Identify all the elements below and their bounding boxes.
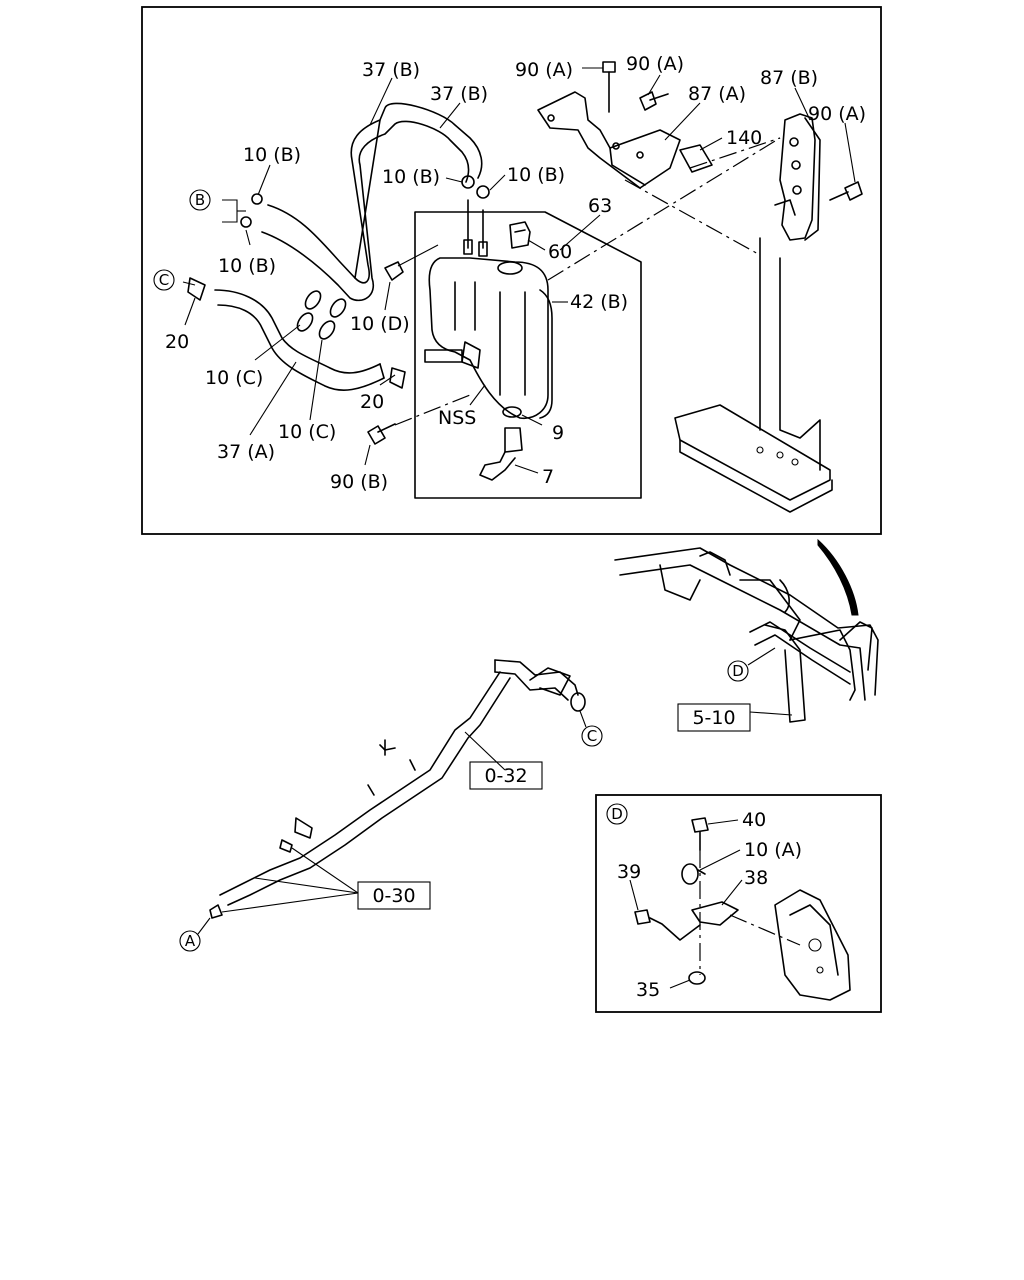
marker-d-detail-label: D <box>611 805 623 823</box>
label-nss: NSS <box>438 407 476 429</box>
marker-d-mid: D <box>727 660 749 682</box>
detail-d-leaders <box>629 819 743 989</box>
pipe-assembly <box>209 659 586 919</box>
label-10b-left: 10 (B) <box>243 144 301 166</box>
frame-rail <box>674 237 833 513</box>
bracket-87a <box>537 91 681 189</box>
label-9: 9 <box>552 422 564 444</box>
label-42b: 42 (B) <box>570 291 628 313</box>
marker-d-detail: D <box>606 803 628 825</box>
label-35: 35 <box>636 979 660 1001</box>
marker-a: A <box>179 930 201 952</box>
label-10d: 10 (D) <box>350 313 410 335</box>
label-5-10: 5-10 <box>692 707 735 729</box>
marker-c-mid-label: C <box>587 727 597 745</box>
marker-b: B <box>189 189 211 211</box>
label-10b-right: 10 (B) <box>507 164 565 186</box>
label-39: 39 <box>617 861 641 883</box>
label-37b-upper: 37 (B) <box>362 59 420 81</box>
label-10c-left: 10 (C) <box>205 367 263 389</box>
detail-d-centerlines <box>699 850 801 975</box>
leader-lines <box>182 67 856 474</box>
tank-subframe <box>414 211 642 499</box>
marker-d-mid-label: D <box>732 662 744 680</box>
label-0-30: 0-30 <box>372 885 415 907</box>
leader-0-32 <box>464 731 506 771</box>
label-20-mid: 20 <box>360 391 384 413</box>
label-10c-lower: 10 (C) <box>278 421 336 443</box>
label-40: 40 <box>742 809 766 831</box>
label-63: 63 <box>588 195 612 217</box>
leader-c-mid <box>579 710 587 728</box>
bolt-90b-icon <box>367 423 396 445</box>
detail-d-parts <box>634 817 851 1001</box>
marker-c-top-label: C <box>159 271 169 289</box>
reservoir-tank <box>424 257 553 420</box>
hose-37a <box>214 289 385 391</box>
ref-0-32-box: 0-32 <box>469 761 543 790</box>
hose-37b <box>261 102 483 302</box>
label-37b-mid: 37 (B) <box>430 83 488 105</box>
chassis-view <box>614 538 879 723</box>
label-10b-lower: 10 (B) <box>218 255 276 277</box>
label-7: 7 <box>542 466 554 488</box>
marker-c-top: C <box>153 269 175 291</box>
ref-5-10-box: 5-10 <box>677 703 751 732</box>
clip-10c-icon <box>296 290 347 340</box>
label-140: 140 <box>726 127 762 149</box>
label-90a-1: 90 (A) <box>515 59 573 81</box>
label-90b: 90 (B) <box>330 471 388 493</box>
tank-pipes <box>384 199 488 281</box>
label-0-32: 0-32 <box>484 765 527 787</box>
label-37a: 37 (A) <box>217 441 275 463</box>
label-87a: 87 (A) <box>688 83 746 105</box>
sensor-7-icon <box>479 406 523 481</box>
marker-b-label: B <box>195 191 205 209</box>
marker-a-label: A <box>185 932 196 950</box>
detail-d-frame <box>595 794 882 1013</box>
label-10a: 10 (A) <box>744 839 802 861</box>
main-frame <box>141 6 882 535</box>
leader-5-10 <box>749 711 793 716</box>
label-87b: 87 (B) <box>760 67 818 89</box>
part-140-icon <box>679 144 713 173</box>
label-20-left: 20 <box>165 331 189 353</box>
leaders-0-30 <box>221 847 359 913</box>
label-90a-3: 90 (A) <box>808 103 866 125</box>
label-90a-2: 90 (A) <box>626 53 684 75</box>
label-60: 60 <box>548 241 572 263</box>
marker-c-mid: C <box>581 725 603 747</box>
cap-60-icon <box>509 221 531 249</box>
leader-d-mid <box>747 647 776 666</box>
bracket-87b <box>774 113 821 241</box>
label-10b-mid: 10 (B) <box>382 166 440 188</box>
leader-a <box>197 917 211 935</box>
ref-0-30-box: 0-30 <box>357 881 431 910</box>
label-38: 38 <box>744 867 768 889</box>
clip-10b-icon <box>240 175 490 228</box>
centerlines <box>394 137 781 426</box>
